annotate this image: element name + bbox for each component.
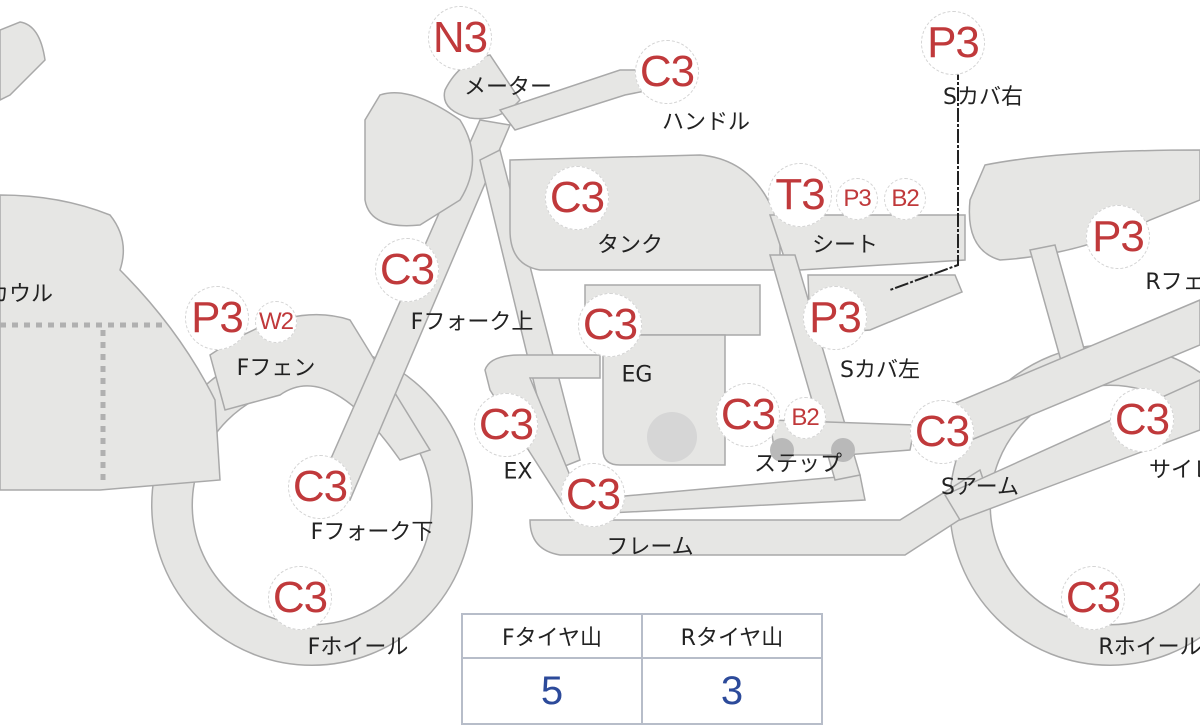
label-engine: EG: [621, 362, 653, 388]
grade-badge-meter: N3: [428, 6, 492, 70]
grade-badge-seat-3: B2: [884, 178, 926, 220]
label-side-cover-right: Sカバ右: [943, 85, 1023, 110]
grade-badge-silencer: C3: [1110, 388, 1174, 452]
grade-badge-seat-2: P3: [836, 178, 878, 220]
grade-badge-frame: C3: [561, 463, 625, 527]
grade-badge-fork-upper: C3: [375, 238, 439, 302]
grade-badge-rear-fender: P3: [1086, 205, 1150, 269]
grade-badge-seat: T3: [768, 163, 832, 227]
grade-badge-fork-lower: C3: [288, 455, 352, 519]
label-frame: フレーム: [606, 535, 694, 560]
label-rear-wheel: Rホイール: [1098, 635, 1200, 660]
label-silencer: サイレ: [1148, 458, 1200, 483]
grade-badge-step-2: B2: [784, 397, 826, 439]
label-seat: シート: [811, 233, 879, 258]
grade-badge-front-fender-2: W2: [255, 301, 297, 343]
front-tire-value: 5: [461, 657, 643, 725]
label-cowl: カウル: [0, 282, 54, 307]
label-swing-arm: Sアーム: [941, 475, 1019, 500]
fork-shape: [316, 119, 512, 501]
tail-shape: [968, 149, 1200, 261]
grade-badge-swing-arm: C3: [910, 400, 974, 464]
grade-badge-exhaust: C3: [474, 393, 538, 457]
rear-tire-header: Rタイヤ山: [641, 613, 823, 659]
label-front-wheel: Fホイール: [307, 635, 409, 660]
label-rear-fender: Rフェ: [1145, 270, 1200, 295]
label-meter: メーター: [463, 75, 553, 100]
front-tire-header: Fタイヤ山: [461, 613, 643, 659]
grade-badge-handle: C3: [635, 40, 699, 104]
mirror-shape: [0, 21, 46, 101]
label-side-cover-left: Sカバ左: [840, 358, 920, 383]
tire-tread-table: Fタイヤ山 Rタイヤ山 5 3: [461, 613, 823, 725]
grade-badge-engine: C3: [578, 293, 642, 357]
label-fork-upper: Fフォーク上: [410, 310, 534, 335]
label-exhaust: EX: [503, 459, 533, 485]
exhaust-shape: [484, 354, 866, 516]
grade-badge-tank: C3: [545, 166, 609, 230]
label-tank: タンク: [596, 233, 664, 258]
grade-badge-front-fender: P3: [185, 286, 249, 350]
grade-badge-step: C3: [716, 383, 780, 447]
cowl-shape: [0, 194, 221, 491]
label-handle: ハンドル: [661, 110, 751, 135]
headlight-shape: [364, 92, 474, 227]
grade-badge-rear-wheel: C3: [1061, 566, 1125, 630]
seat-shape: [768, 214, 966, 271]
grade-badge-side-cover-right: P3: [921, 11, 985, 75]
label-fork-lower: Fフォーク下: [310, 520, 434, 545]
grade-badge-side-cover-left: P3: [803, 286, 867, 350]
label-step: ステップ: [753, 452, 843, 477]
rear-tire-value: 3: [641, 657, 823, 725]
label-front-fender: Fフェン: [236, 356, 316, 381]
grade-badge-front-wheel: C3: [268, 566, 332, 630]
